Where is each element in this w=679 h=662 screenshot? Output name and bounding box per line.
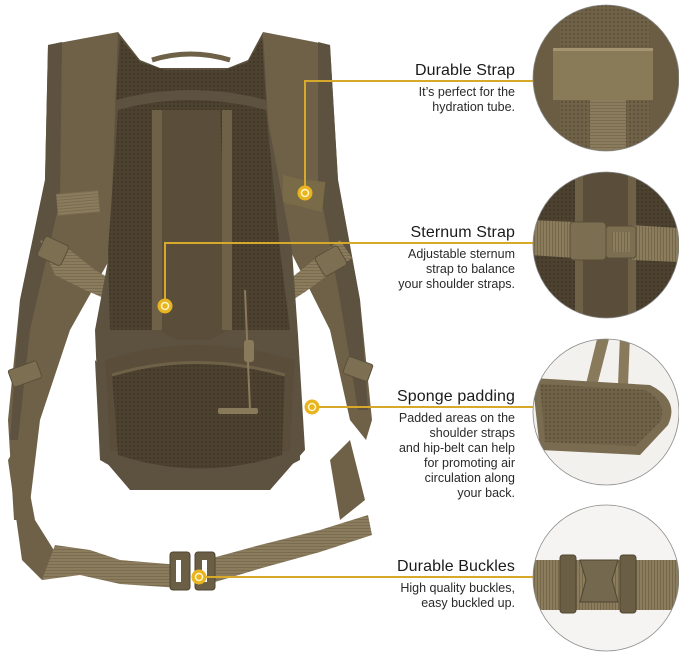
waist-belt: [8, 440, 372, 591]
callout-description: It’s perfect for the hydration tube.: [418, 85, 515, 114]
callout-description: Adjustable sternum strap to balance your…: [398, 247, 515, 291]
detail-circle-sponge-padding: [533, 339, 679, 485]
detail-circle-sternum-strap: [533, 172, 679, 318]
callout-markers: [157, 185, 320, 585]
back-panel: [95, 32, 326, 490]
callout-sponge-padding: Sponge padding Padded areas on the shoul…: [397, 388, 515, 501]
callout-title: Durable Buckles: [397, 558, 515, 575]
callout-description: Padded areas on the shoulder straps and …: [398, 411, 515, 500]
detail-circle-durable-strap: [533, 5, 679, 151]
callout-lines: [164, 80, 535, 578]
marker-sternum-strap: [157, 298, 173, 314]
marker-durable-buckles: [191, 569, 207, 585]
callout-durable-strap: Durable Strap It’s perfect for the hydra…: [415, 62, 515, 115]
marker-durable-strap: [297, 185, 313, 201]
detail-circle-durable-buckles: [533, 505, 679, 651]
callout-description: High quality buckles, easy buckled up.: [400, 581, 515, 610]
callout-durable-buckles: Durable Buckles High quality buckles, ea…: [397, 558, 515, 611]
callout-title: Durable Strap: [414, 62, 515, 79]
callout-title: Sponge padding: [397, 388, 515, 405]
marker-sponge-padding: [304, 399, 320, 415]
callout-sternum-strap: Sternum Strap Adjustable sternum strap t…: [398, 224, 515, 292]
callout-title: Sternum Strap: [410, 224, 515, 241]
